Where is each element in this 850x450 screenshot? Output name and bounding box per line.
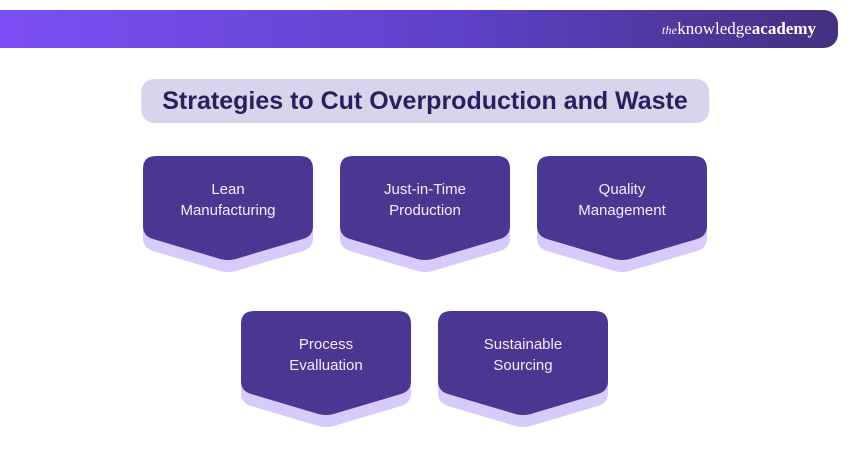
logo-knowledge: knowledge	[677, 19, 752, 38]
card-chevron-shape	[241, 311, 411, 427]
card-chevron-shape	[340, 156, 510, 272]
card-label-line2: Production	[389, 202, 461, 219]
card-body-shape	[143, 156, 313, 260]
logo-academy: academy	[751, 19, 816, 38]
card-label-line2: Manufacturing	[180, 202, 276, 219]
card-body-shape	[340, 156, 510, 260]
card-label-line1: Quality	[598, 181, 646, 198]
card-body-shape	[241, 311, 411, 415]
card-chevron-shape	[438, 311, 608, 427]
card-label-line2: Sourcing	[493, 357, 553, 374]
card-label-line1: Lean	[211, 181, 245, 198]
card-quality-management: Quality Management	[537, 156, 707, 278]
card-label-line1: Just-in-Time	[384, 181, 466, 198]
card-body-shape	[438, 311, 608, 415]
card-sustainable-sourcing: Sustainable Sourcing	[438, 311, 608, 433]
card-label: Process Evalluation	[241, 311, 411, 399]
card-label: Just-in-Time Production	[340, 156, 510, 244]
card-process-evalluation: Process Evalluation	[241, 311, 411, 433]
card-label-line1: Process	[298, 336, 354, 353]
card-label-line2: Evalluation	[289, 357, 363, 374]
card-label-line2: Management	[578, 202, 666, 219]
logo-the: the	[661, 23, 678, 37]
header-bar: theknowledgeacademy	[0, 10, 838, 48]
card-lean-manufacturing: Lean Manufacturing	[143, 156, 313, 278]
card-just-in-time-production: Just-in-Time Production	[340, 156, 510, 278]
card-chevron-shape	[143, 156, 313, 272]
page-title: Strategies to Cut Overproduction and Was…	[141, 79, 709, 123]
card-body-shape	[537, 156, 707, 260]
card-label: Lean Manufacturing	[143, 156, 313, 244]
page-title-text: Strategies to Cut Overproduction and Was…	[162, 86, 688, 115]
card-label-line1: Sustainable	[483, 336, 563, 353]
card-label: Sustainable Sourcing	[438, 311, 608, 399]
card-label: Quality Management	[537, 156, 707, 244]
card-chevron-shape	[537, 156, 707, 272]
knowledge-academy-logo: theknowledgeacademy	[662, 19, 816, 39]
